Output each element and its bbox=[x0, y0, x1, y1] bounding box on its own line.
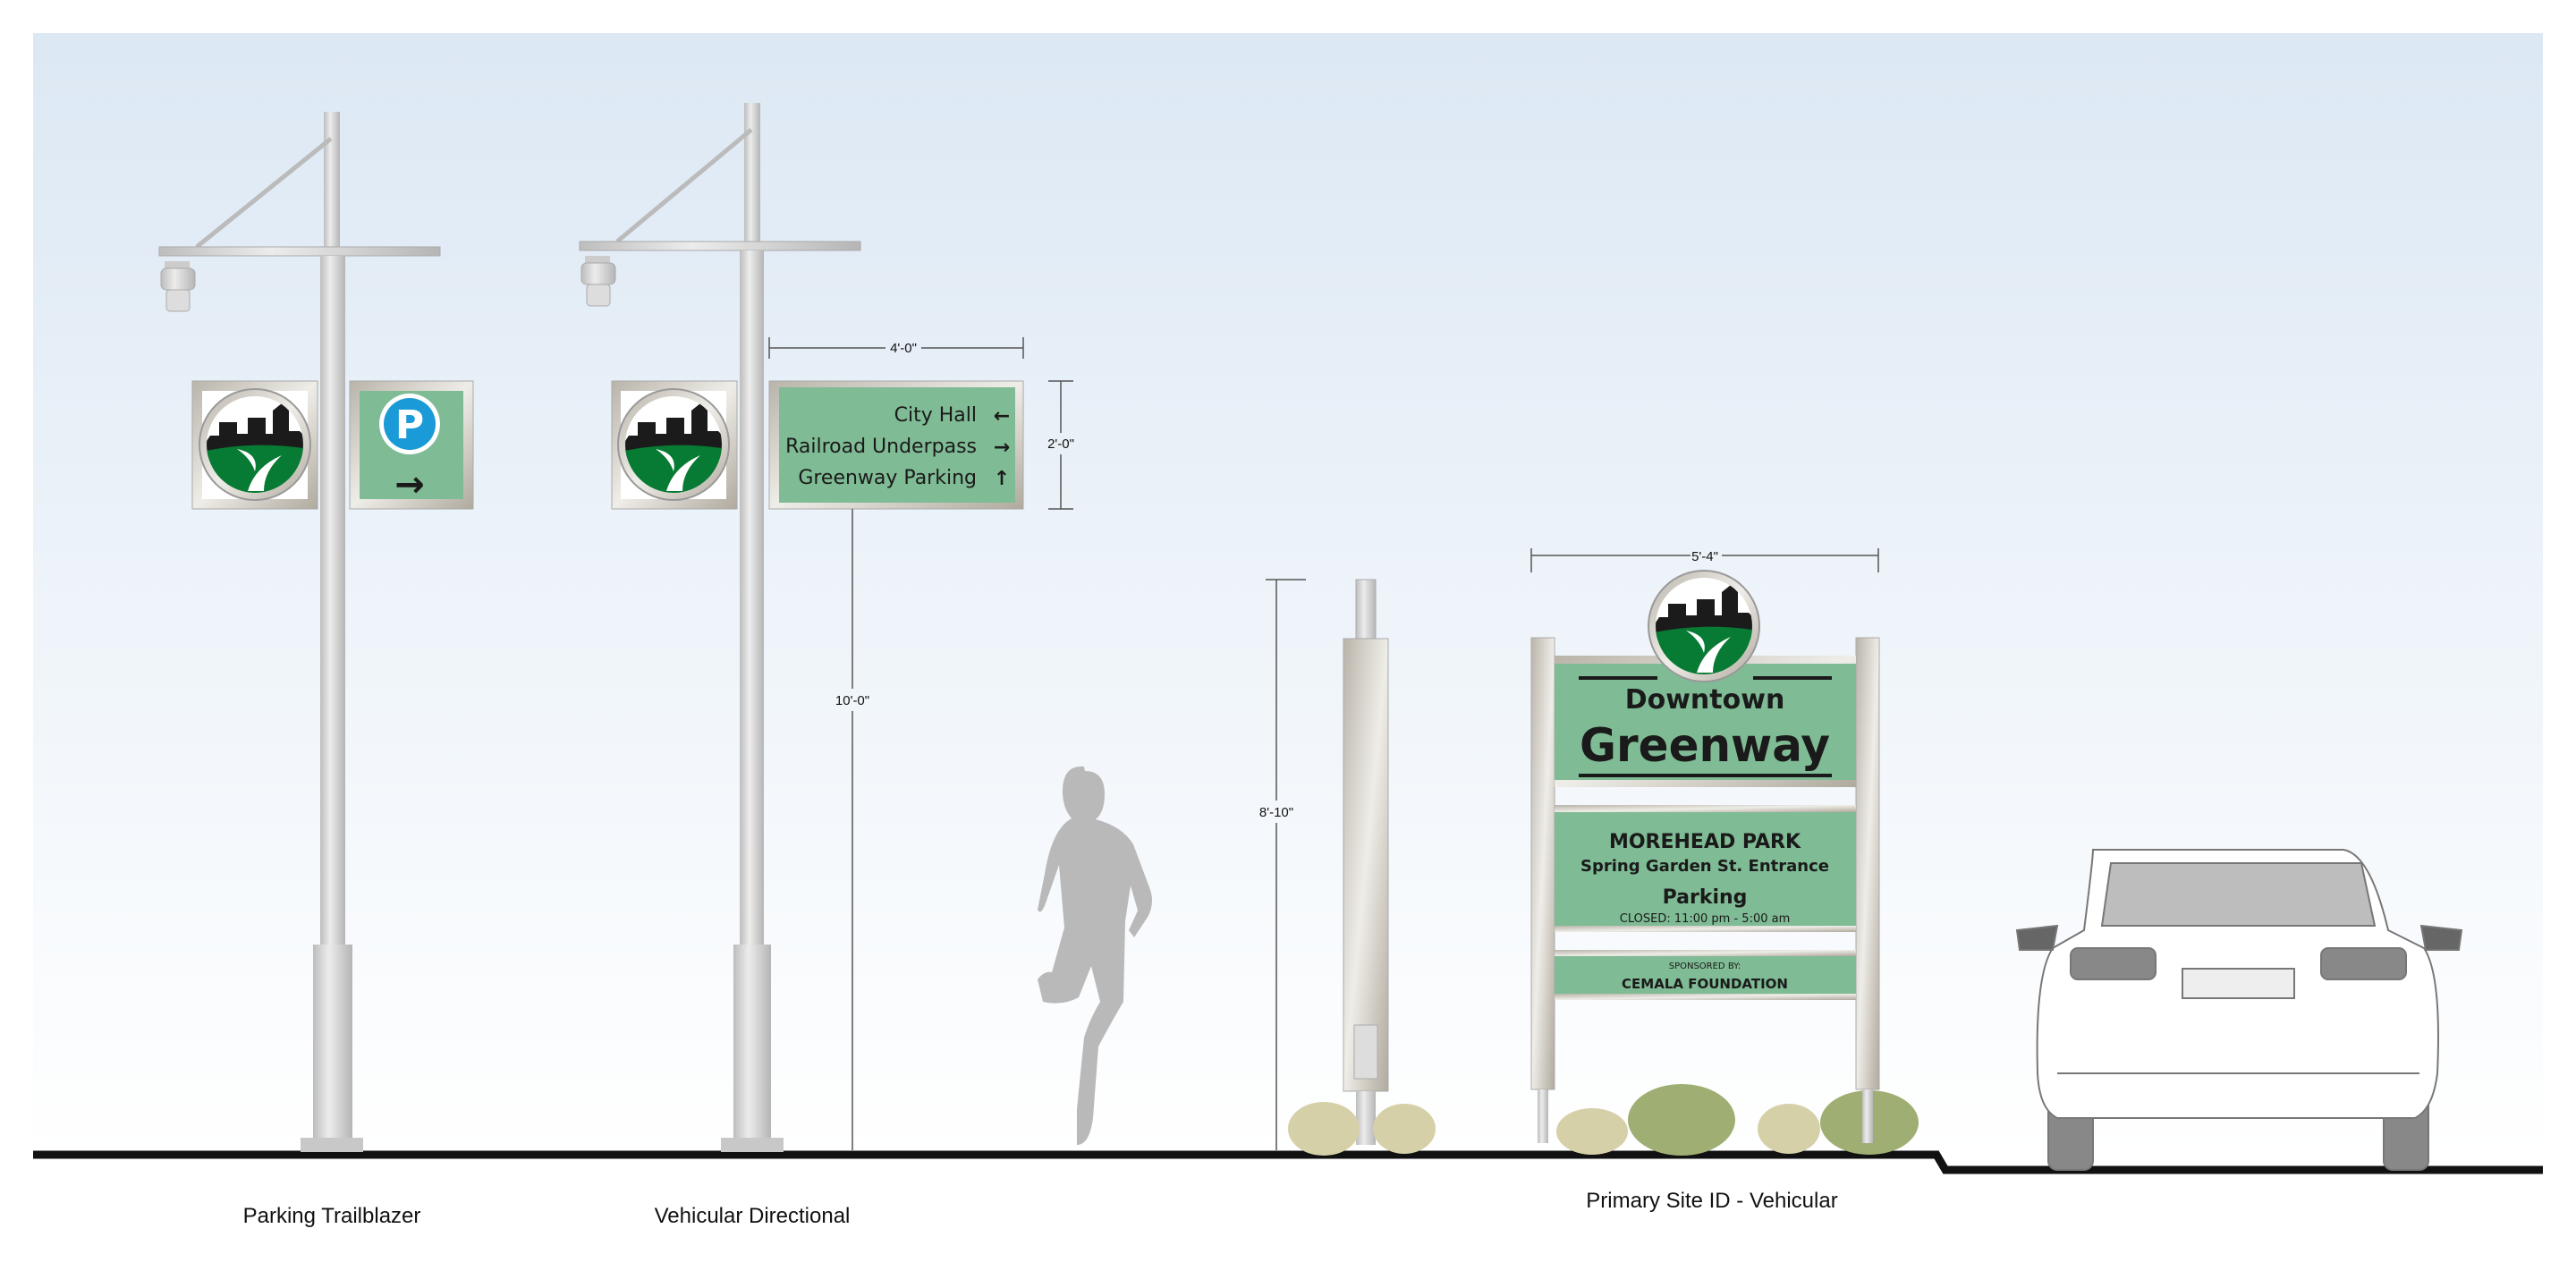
dimension-8ft-10in: 8'-10" bbox=[1259, 805, 1293, 820]
destination-city-hall: City Hall bbox=[894, 404, 977, 427]
dimension-10ft: 10'-0" bbox=[835, 693, 869, 708]
caption-parking-trailblazer: Parking Trailblazer bbox=[243, 1204, 421, 1228]
dimension-5ft-4in: 5'-4" bbox=[1691, 549, 1718, 564]
caption-vehicular-directional: Vehicular Directional bbox=[655, 1204, 851, 1228]
brand-greenway: Greenway bbox=[1580, 719, 1830, 773]
park-info-panel bbox=[1555, 812, 1856, 926]
dimension-2ft: 2'-0" bbox=[1047, 436, 1074, 452]
sponsor-panel bbox=[1555, 956, 1856, 994]
brand-downtown: Downtown bbox=[1625, 684, 1785, 716]
ground-line bbox=[33, 1150, 2543, 1174]
brand-panel bbox=[1555, 664, 1856, 780]
dimension-lines bbox=[768, 337, 1879, 1150]
entrance-name: Spring Garden St. Entrance bbox=[1580, 857, 1829, 876]
arrow-right-icon: → bbox=[994, 436, 1010, 459]
parking-icon bbox=[384, 398, 436, 450]
arrow-up-icon: ↑ bbox=[994, 468, 1010, 490]
greenway-logo-icon bbox=[199, 389, 310, 500]
closed-hours: CLOSED: 11:00 pm - 5:00 am bbox=[1620, 912, 1791, 926]
parking-letter: P bbox=[395, 402, 424, 448]
car-rear-view bbox=[2015, 849, 2463, 1171]
runner-silhouette bbox=[1038, 766, 1153, 1145]
destination-railroad-underpass: Railroad Underpass bbox=[785, 436, 977, 458]
sponsored-by-label: SPONSORED BY: bbox=[1669, 962, 1741, 971]
monolith-post bbox=[1343, 579, 1389, 1145]
caption-primary-site-id: Primary Site ID - Vehicular bbox=[1586, 1189, 1837, 1213]
primary-site-id-sign: Downtown Greenway MOREHEAD PARK Spring G… bbox=[1530, 571, 1880, 1143]
arrow-right-icon: → bbox=[394, 464, 425, 505]
sponsor-name: CEMALA FOUNDATION bbox=[1622, 976, 1788, 992]
vehicular-directional-pole: City Hall ← Railroad Underpass → Greenwa… bbox=[579, 103, 1024, 1152]
lantern-icon bbox=[160, 261, 196, 312]
arrow-left-icon: ← bbox=[994, 405, 1010, 428]
destination-greenway-parking: Greenway Parking bbox=[798, 467, 977, 489]
greenway-logo-icon bbox=[1648, 571, 1759, 682]
park-name: MOREHEAD PARK bbox=[1609, 831, 1801, 853]
parking-trailblazer-pole: P → bbox=[158, 112, 474, 1152]
lantern-icon bbox=[580, 256, 616, 307]
parking-label: Parking bbox=[1663, 886, 1748, 909]
dimension-4ft: 4'-0" bbox=[890, 341, 917, 356]
greenway-logo-icon bbox=[618, 389, 729, 500]
